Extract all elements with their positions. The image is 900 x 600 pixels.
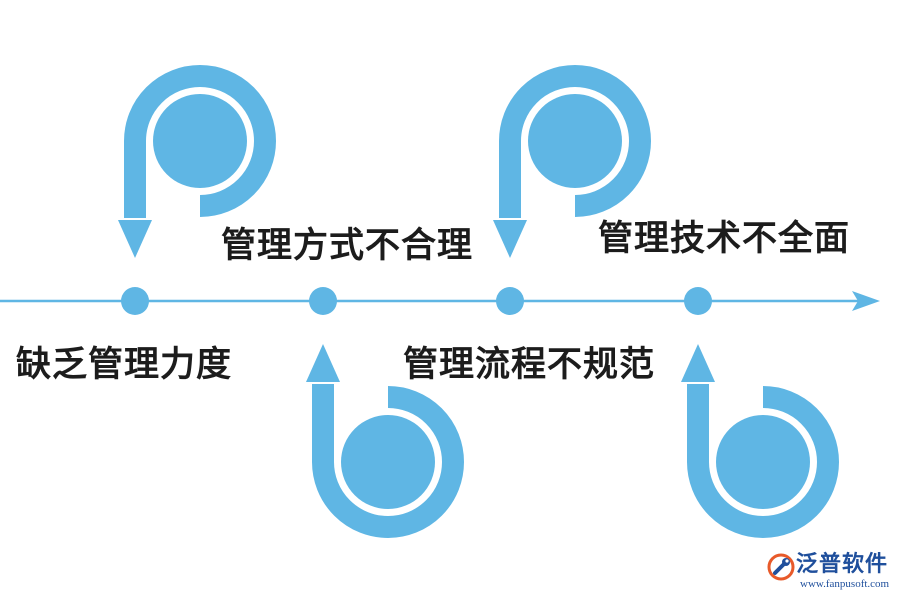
brand-logo: 泛普软件 www.fanpusoft.com <box>766 552 896 596</box>
brand-name: 泛普软件 <box>796 552 889 577</box>
step-label-3: 管理流程不规范 <box>403 345 656 385</box>
brand-url: www.fanpusoft.com <box>800 578 890 590</box>
timeline-node-4 <box>684 287 712 315</box>
p-shape-1 <box>118 65 276 258</box>
b-shape-1 <box>306 344 464 538</box>
timeline-node-3 <box>496 287 524 315</box>
timeline-node-1 <box>121 287 149 315</box>
step-label-4: 管理技术不全面 <box>598 219 851 259</box>
timeline-node-2 <box>309 287 337 315</box>
b-shape-2 <box>681 344 839 538</box>
step-label-2: 管理方式不合理 <box>221 226 474 266</box>
timeline-arrowhead-icon <box>852 291 880 311</box>
step-label-1: 缺乏管理力度 <box>16 345 233 385</box>
wrench-icon <box>767 553 795 581</box>
p-shape-2 <box>493 65 651 258</box>
